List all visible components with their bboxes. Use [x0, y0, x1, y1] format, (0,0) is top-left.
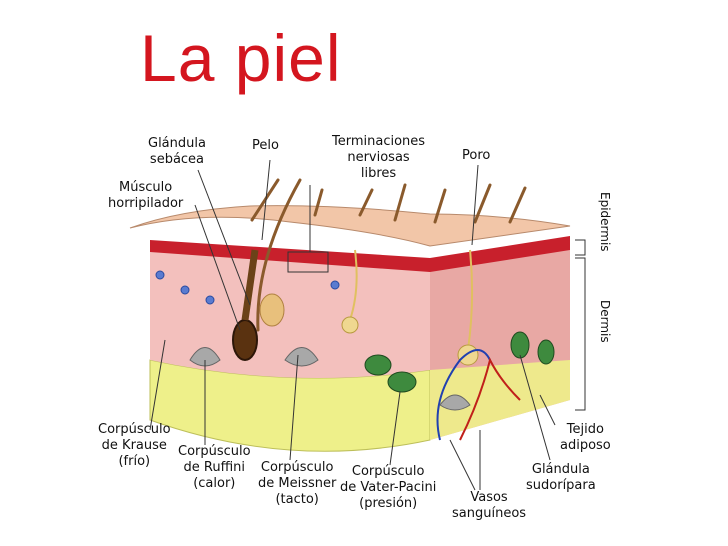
label-epidermis: Epidermis — [598, 192, 612, 252]
label-hair: Pelo — [252, 138, 279, 153]
label-dermis: Dermis — [598, 300, 612, 343]
blood-vessels — [436, 349, 521, 441]
ruffini-corpuscle — [189, 347, 221, 367]
hair-strands — [250, 178, 527, 332]
krause-corpuscles — [155, 270, 340, 305]
page-title: La piel — [140, 21, 342, 95]
leader-lines — [149, 159, 556, 491]
layer-brackets — [575, 239, 586, 411]
sweat-gland-ducts — [349, 249, 474, 351]
label-pore: Poro — [462, 148, 491, 163]
dermis-layer — [150, 250, 430, 378]
pacini-corpuscles — [364, 331, 555, 393]
hair-follicle — [232, 319, 258, 361]
epidermis-band — [150, 236, 570, 272]
sebaceous-gland — [259, 293, 285, 327]
free-nerve-endings — [287, 251, 329, 273]
skin-surface — [129, 205, 571, 247]
